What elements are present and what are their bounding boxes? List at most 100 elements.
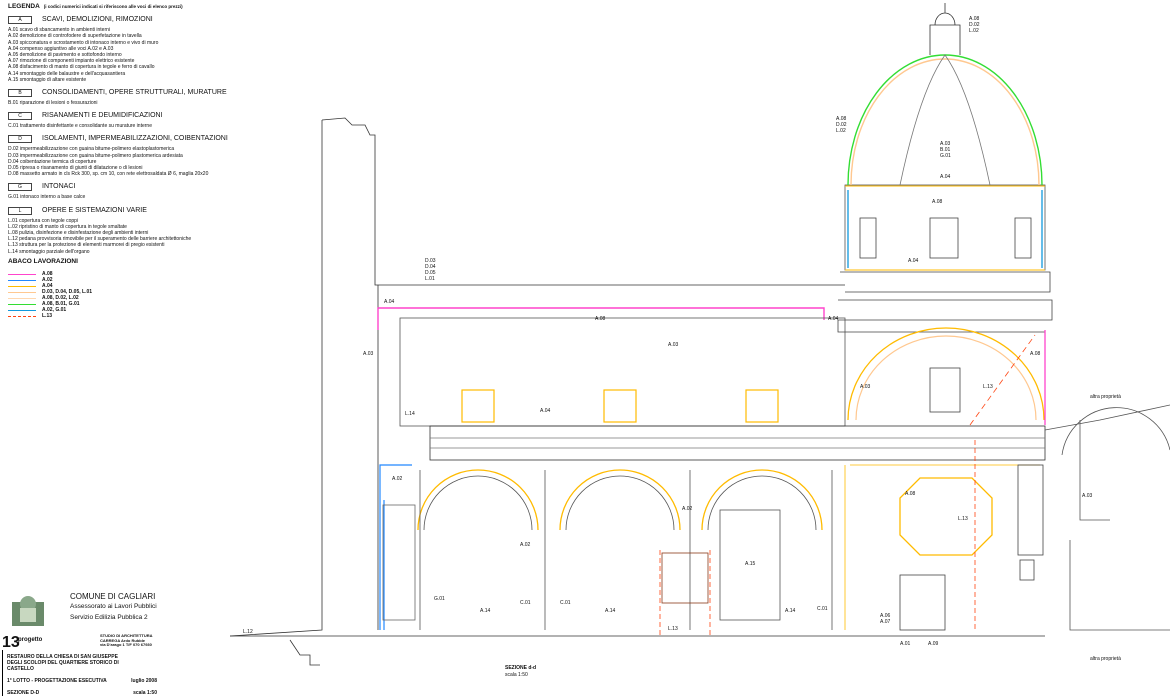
lantern [929, 3, 961, 55]
legend-item: G.01 intonaco interno a base calce [8, 194, 86, 201]
label: A.01 [900, 641, 911, 647]
line-swatch [8, 309, 36, 311]
category-code: D [8, 135, 32, 144]
column [1017, 464, 1044, 556]
right-arch [847, 327, 1045, 421]
organ-grid [382, 504, 416, 621]
lotto: 1° LOTTO - PROGETTAZIONE ESECUTIVA [7, 678, 107, 684]
left-blue-wall [379, 464, 412, 630]
abaco-label: A.04 [42, 283, 53, 289]
legend-item: D.04 coibentazione termica di coperture [8, 158, 97, 165]
label: A.08 [1030, 351, 1041, 357]
legend-item: L.02 ripristino di manto di copertura in… [8, 223, 127, 230]
label: D.02 [836, 122, 847, 128]
roof-line-a08 [377, 307, 825, 330]
label: A.03 [1082, 493, 1093, 499]
abaco-label: D.03, D.04, D.05, L.01 [42, 289, 93, 295]
label: A.08 [932, 199, 943, 205]
abaco-row: A.08, B.01, G.01 [8, 301, 92, 307]
category-code: C [8, 112, 32, 121]
municipal-crest-logo [12, 596, 44, 626]
adjacent-building [1044, 404, 1170, 631]
label: A.06 [880, 613, 891, 619]
line-swatch [8, 291, 36, 293]
left-facade [229, 117, 845, 637]
assessorato: Assessorato ai Lavori Pubblici [70, 603, 157, 610]
abaco-label: A.08, B.01, G.01 [42, 301, 80, 307]
legend-item: A.07 rimozione di componenti impianto el… [8, 58, 135, 65]
servizio: Servizio Edilizia Pubblica 2 [70, 614, 148, 621]
ground-line [230, 635, 1045, 666]
category-title: OPERE E SISTEMAZIONI VARIE [42, 206, 147, 214]
legend-item: D.08 massetto armato in cls Rck 300, sp.… [8, 171, 209, 178]
comune-name: COMUNE DI CAGLIARI [70, 592, 156, 601]
section-label: SEZIONE d-d [505, 665, 536, 671]
date: luglio 2008 [131, 678, 157, 684]
label: G.01 [940, 153, 951, 159]
drum-a04 [845, 185, 1045, 271]
label: A.09 [928, 641, 939, 647]
label: L.12 [243, 629, 253, 635]
label: C.01 [520, 600, 531, 606]
legend-item: D.02 impermeabilizzazione con guaina bit… [8, 146, 175, 153]
label: A.02 [520, 542, 531, 548]
window [1014, 217, 1032, 259]
right-door [899, 574, 946, 631]
label: L.13 [958, 516, 968, 522]
line-swatch [8, 297, 36, 299]
abaco-row: A.04 [8, 283, 92, 289]
arch [559, 469, 681, 531]
legend-item: L.13 struttura per la protezione di elem… [8, 242, 165, 249]
drum-a02 [847, 190, 1043, 268]
right-arch-inner [855, 335, 1037, 421]
label: A.08 [969, 16, 980, 22]
sheet-number: 13 [2, 634, 20, 651]
legend-item: A.14 smontaggio delle balaustre e dell'a… [8, 70, 126, 77]
category-code: A [8, 16, 32, 25]
legend-item: A.04 compenso aggiuntivo alle voci A.02 … [8, 45, 114, 52]
legend-item: C.01 trattamento disinfettante e consoli… [8, 123, 152, 130]
window [603, 389, 637, 423]
abaco-row: L.13 [8, 313, 92, 319]
abaco-row: D.03, D.04, D.05, L.01 [8, 289, 92, 295]
abaco-label: A.02 [42, 277, 53, 283]
octagon-window [899, 477, 993, 556]
legend-item: A.05 demolizione di pavimento e sottofon… [8, 52, 122, 59]
label: C.01 [560, 600, 571, 606]
category-title: RISANAMENTI E DEUMIDIFICAZIONI [42, 112, 163, 120]
window [929, 217, 959, 259]
legend-title: LEGENDA(i codici numerici indicati si ri… [8, 3, 183, 10]
right-lower-orange [844, 464, 1040, 630]
legend-item: A.08 disfacimento di manto di copertura … [8, 64, 155, 71]
diag-l13 [969, 334, 1036, 426]
category-title: INTONACI [42, 183, 76, 191]
line-swatch [8, 315, 36, 317]
abaco-label: L.13 [42, 313, 53, 319]
label: A.14 [785, 608, 796, 614]
protection-l13 [659, 550, 711, 636]
section-scale: scala 1:50 [505, 672, 528, 678]
legend-item: L.12 pedana provvisoria rimovibile per i… [8, 236, 192, 243]
project-title: RESTAURO DELLA CHIESA DI SAN GIUSEPPE DE… [7, 654, 119, 672]
abaco-title: ABACO LAVORAZIONI [8, 258, 78, 265]
legend-item: A.01 scavo di sbancamento in ambienti in… [8, 27, 111, 34]
legend-item: D.03 impermeabilizzazione con guaina bit… [8, 152, 183, 159]
label: A.02 [682, 506, 693, 512]
label: D.03 [425, 258, 436, 264]
line-swatch [8, 303, 36, 305]
label: A.08 [836, 116, 847, 122]
legend-item: A.02 demolizione di controfodere di supe… [8, 33, 142, 40]
cornice-band [429, 425, 1046, 461]
drum-cornice [837, 271, 1053, 333]
label: L.13 [983, 384, 993, 390]
category-code: L [8, 206, 32, 215]
abaco-label: A.08, D.02, L.02 [42, 295, 79, 301]
label: A.04 [908, 258, 919, 264]
legend-item: A.15 smontaggio di altare esistente [8, 76, 87, 83]
label: A.04 [384, 299, 395, 305]
